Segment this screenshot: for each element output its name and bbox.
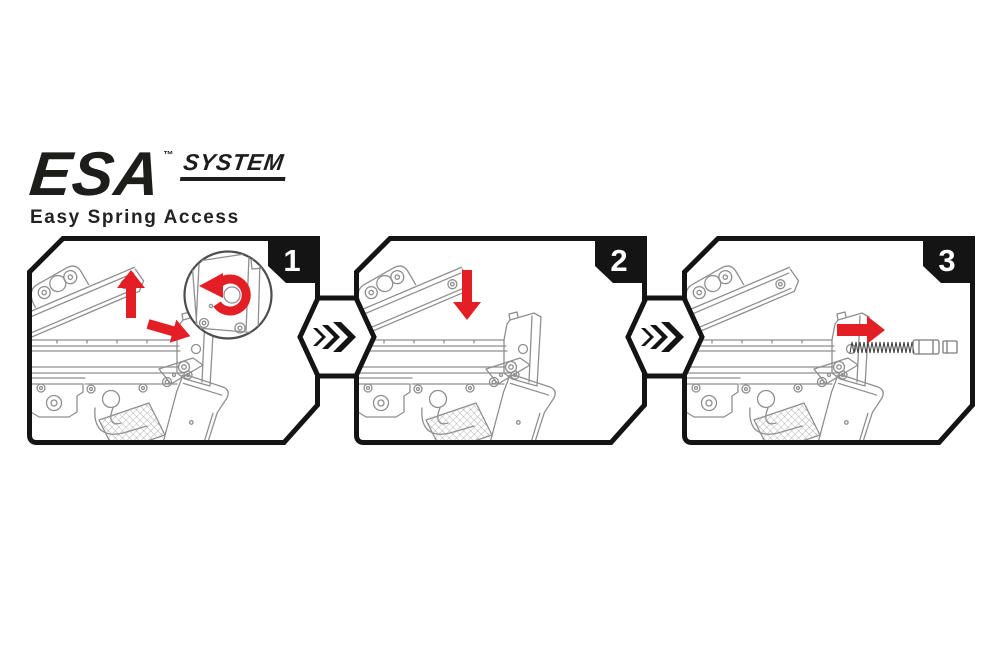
step-3-number: 3 [938,243,956,278]
arrow-right-icon [146,319,191,343]
step-number-badge-shape [268,236,320,283]
step-number-badge-shape [923,236,975,283]
step-1-diagram [27,236,320,445]
arrow-down-icon [453,270,481,320]
brand-tagline: Easy Spring Access [30,206,240,228]
triple-chevron-right-icon [641,322,684,352]
step-panel-2: 2 [354,236,647,445]
step-2-number: 2 [610,243,628,278]
step-panel-1: 1 [27,236,320,445]
step-3-diagram [682,236,975,445]
brand-name: ESA [26,140,165,209]
next-step-connector-1 [297,295,377,379]
brand-system-word: SYSTEM [180,149,290,181]
spring-assembly [849,339,958,355]
next-step-connector-2 [625,295,705,379]
trademark-symbol: ™ [163,150,174,161]
step-1-number: 1 [283,243,301,278]
step-panel-3: 3 [682,236,975,445]
step-2-diagram [354,236,647,445]
brand-logo: ESA ™ SYSTEM Easy Spring Access [26,140,290,229]
arrow-right-icon [837,316,885,344]
step-number-badge-shape [595,236,647,283]
detail-inset-circle [183,250,273,340]
arrow-up-icon [117,270,145,318]
rotate-ccw-icon [199,273,251,316]
triple-chevron-right-icon [313,322,356,352]
